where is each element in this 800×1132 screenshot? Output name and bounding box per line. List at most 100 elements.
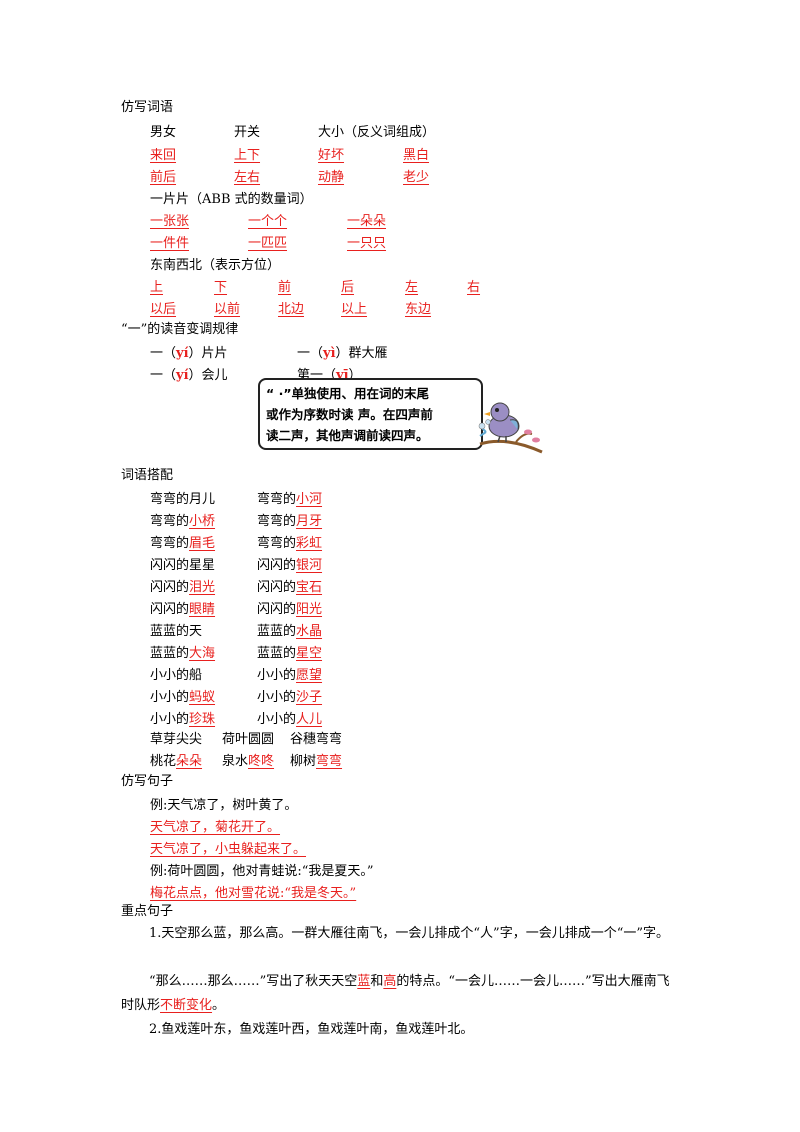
match-answer: 愿望 xyxy=(296,668,323,683)
match-left: 弯弯的月儿 xyxy=(150,488,215,507)
tone-text: ）群大雁 xyxy=(335,346,388,361)
match-left: 闪闪的星星 xyxy=(150,554,215,573)
answer-sentence: 梅花点点，他对雪花说:“我是冬天。” xyxy=(150,886,357,901)
antonym-answer: 老少 xyxy=(403,170,430,185)
direction-answer: 以上 xyxy=(341,302,368,317)
match-right: 闪闪的银河 xyxy=(257,554,322,573)
direction-answer: 东边 xyxy=(405,302,432,317)
match-left: 小小的珍珠 xyxy=(150,708,215,727)
match-answer: 人儿 xyxy=(296,712,323,727)
antonym-answer: 前后 xyxy=(150,170,177,185)
direction-answer: 北边 xyxy=(278,302,305,317)
match-right: 弯弯的小河 xyxy=(257,488,322,507)
match-answer: 阳光 xyxy=(296,602,323,617)
match-answer: 眉毛 xyxy=(189,536,216,551)
callout-line: “ ·”单独使用、用在词的末尾 xyxy=(266,386,430,401)
direction-answer: 以后 xyxy=(150,302,177,317)
trio-answer: 弯弯 xyxy=(316,754,343,769)
tone-example: 一（yí）片片 xyxy=(150,342,228,361)
answer-sentence: 天气凉了，菊花开了。 xyxy=(150,820,281,835)
match-answer: 大海 xyxy=(189,646,216,661)
section-title-imitate-sentences: 仿写句子 xyxy=(121,774,174,789)
match-text: 弯弯的 xyxy=(257,492,297,507)
match-answer: 水晶 xyxy=(296,624,323,639)
match-left: 闪闪的泪光 xyxy=(150,576,215,595)
match-right: 小小的沙子 xyxy=(257,686,322,705)
callout-line: 或作为序数时读 声。在四声前 xyxy=(266,407,433,422)
abb-answer: 一朵朵 xyxy=(347,214,387,229)
match-answer: 珍珠 xyxy=(189,712,216,727)
trio-item: 柳树弯弯 xyxy=(290,750,342,769)
match-left: 蓝蓝的大海 xyxy=(150,642,215,661)
trio-item: 桃花朵朵 xyxy=(150,750,202,769)
match-answer: 沙子 xyxy=(296,690,323,705)
direction-answer: 左 xyxy=(405,280,419,295)
match-text: 蓝蓝的 xyxy=(150,646,190,661)
match-answer: 泪光 xyxy=(189,580,216,595)
tone-text: 一（ xyxy=(297,346,324,361)
match-text: 小小的 xyxy=(257,712,297,727)
match-answer: 小桥 xyxy=(189,514,216,529)
antonym-answer: 来回 xyxy=(150,148,177,163)
match-text: 闪闪的 xyxy=(257,602,297,617)
trio-item: 荷叶圆圆 xyxy=(222,732,275,747)
match-text: 闪闪的 xyxy=(150,580,190,595)
match-answer: 眼睛 xyxy=(189,602,216,617)
match-answer: 星空 xyxy=(296,646,323,661)
match-text: 蓝蓝的 xyxy=(257,646,297,661)
match-text: 弯弯的 xyxy=(150,514,190,529)
match-right: 闪闪的宝石 xyxy=(257,576,322,595)
abb-answer: 一个个 xyxy=(248,214,288,229)
key-sentence-1: 1.天空那么蓝，那么高。一群大雁往南飞，一会儿排成个“人”字，一会儿排成一个“一… xyxy=(149,926,669,941)
match-answer: 银河 xyxy=(296,558,323,573)
section-title-word-match: 词语搭配 xyxy=(121,468,174,483)
tone-text: 一（ xyxy=(150,346,177,361)
section-title-key-sentences: 重点句子 xyxy=(121,904,174,919)
direction-answer: 后 xyxy=(341,280,355,295)
direction-head: 东南西北（表示方位） xyxy=(150,258,281,273)
match-left: 蓝蓝的天 xyxy=(150,620,202,639)
direction-answer: 右 xyxy=(467,280,481,295)
analysis-text: 的特点。“一会儿……一会儿……”写出大雁南飞时队形 xyxy=(121,974,670,1013)
match-text: 蓝蓝的天 xyxy=(150,624,203,639)
antonym-answer: 左右 xyxy=(234,170,261,185)
match-text: 小小的 xyxy=(150,690,190,705)
abb-answer: 一张张 xyxy=(150,214,190,229)
section-title-imitate-words: 仿写词语 xyxy=(121,100,174,115)
match-text: 闪闪的 xyxy=(257,580,297,595)
match-answer: 彩虹 xyxy=(296,536,323,551)
antonym-head-2: 开关 xyxy=(234,125,261,140)
analysis-text: 。 xyxy=(212,998,226,1013)
match-right: 蓝蓝的星空 xyxy=(257,642,322,661)
bird-on-branch-icon xyxy=(478,402,543,454)
pinyin: yí xyxy=(176,346,189,361)
match-text: 小小的船 xyxy=(150,668,203,683)
trio-answer: 咚咚 xyxy=(248,754,275,769)
direction-answer: 下 xyxy=(214,280,228,295)
analysis-answer: 高 xyxy=(383,974,397,989)
trio-item: 泉水咚咚 xyxy=(222,750,274,769)
match-text: 闪闪的 xyxy=(150,602,190,617)
key-sentence-analysis: “那么……那么……”写出了秋天天空蓝和高的特点。“一会儿……一会儿……”写出大雁… xyxy=(121,970,681,1018)
abb-answer: 一只只 xyxy=(347,236,387,251)
trio-answer: 朵朵 xyxy=(176,754,203,769)
match-right: 小小的愿望 xyxy=(257,664,322,683)
match-right: 弯弯的彩虹 xyxy=(257,532,322,551)
match-left: 弯弯的小桥 xyxy=(150,510,215,529)
callout-line: 读二声，其他声调前读四声。 xyxy=(266,428,429,443)
tone-example: 一（yì）群大雁 xyxy=(297,342,388,361)
match-left: 闪闪的眼睛 xyxy=(150,598,215,617)
pinyin: yí xyxy=(176,368,189,383)
match-text: 闪闪的星星 xyxy=(150,558,216,573)
example-sentence: 例:荷叶圆圆，他对青蛙说:“我是夏天。” xyxy=(150,864,374,879)
trio-text: 桃花 xyxy=(150,754,177,769)
tone-text: 一（ xyxy=(150,368,177,383)
abb-head: 一片片（ABB 式的数量词） xyxy=(150,192,313,207)
match-answer: 月牙 xyxy=(296,514,323,529)
match-answer: 小河 xyxy=(296,492,323,507)
match-text: 小小的 xyxy=(257,668,297,683)
trio-text: 柳树 xyxy=(290,754,317,769)
match-text: 小小的 xyxy=(257,690,297,705)
abb-answer: 一匹匹 xyxy=(248,236,288,251)
match-left: 弯弯的眉毛 xyxy=(150,532,215,551)
